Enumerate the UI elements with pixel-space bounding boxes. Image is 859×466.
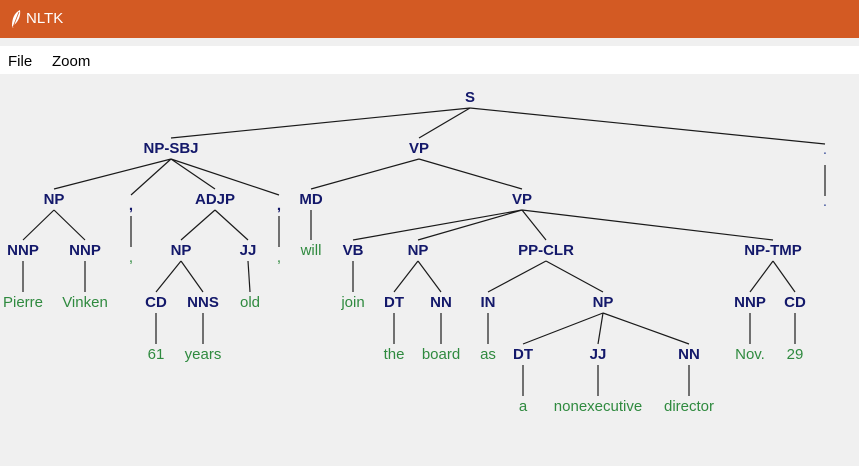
tree-edge <box>310 158 420 190</box>
tree-node: VP <box>512 191 532 208</box>
tree-edge <box>155 260 182 293</box>
tree-nodes: S NP-SBJ NP NNP Pierre NNP Vinken,, ADJP NP CD 61 N… <box>3 89 827 415</box>
tree-leaf: director <box>664 398 714 415</box>
tree-leaf: Pierre <box>3 294 43 311</box>
tree-node: CD <box>784 294 806 311</box>
tree-leaf: the <box>384 346 405 363</box>
tree-edge <box>130 158 172 196</box>
tree-node: , <box>277 197 281 214</box>
tree-node: NNS <box>187 294 219 311</box>
tree-edge <box>53 209 86 241</box>
tree-leaf: 61 <box>148 346 165 363</box>
tree-leaf: will <box>300 242 322 259</box>
tree-leaf: 29 <box>787 346 804 363</box>
tree-edge <box>180 260 204 293</box>
tree-leaf: years <box>185 346 222 363</box>
tree-edge <box>749 260 774 293</box>
tree-leaf: a <box>519 398 528 415</box>
tree-node: NP-TMP <box>744 242 802 259</box>
tree-node: NNP <box>69 242 101 259</box>
menu-bar: File Zoom <box>0 46 859 74</box>
tree-edge <box>602 312 690 345</box>
tree-edge <box>417 260 442 293</box>
tree-edge <box>417 209 523 241</box>
window-title: NLTK <box>26 10 64 27</box>
tree-edge <box>597 312 604 345</box>
tree-node: CD <box>145 294 167 311</box>
tree-edge <box>487 260 547 293</box>
tree-edge <box>214 209 249 241</box>
title-bar: NLTK <box>0 0 859 38</box>
tree-edge <box>180 209 216 241</box>
tree-leaf: old <box>240 294 260 311</box>
tree-node: S <box>465 89 475 106</box>
tree-leaf: as <box>480 346 496 363</box>
tree-node: ADJP <box>195 191 235 208</box>
tree-edge <box>170 158 280 196</box>
tree-node: NN <box>430 294 452 311</box>
tree-node: NNP <box>734 294 766 311</box>
tree-leaf: , <box>129 249 133 266</box>
tree-node: JJ <box>590 346 607 363</box>
tree-canvas: S NP-SBJ NP NNP Pierre NNP Vinken,, ADJP NP CD 61 N… <box>0 74 859 461</box>
tree-node: NP-SBJ <box>143 140 198 157</box>
tree-leaf: join <box>340 294 364 311</box>
tree-node: NP <box>44 191 65 208</box>
tree-node: NP <box>171 242 192 259</box>
tree-node: PP-CLR <box>518 242 574 259</box>
tree-edge <box>522 312 604 345</box>
tree-edge <box>170 158 216 190</box>
tree-node: . <box>823 141 827 158</box>
tree-edge <box>469 107 826 145</box>
tree-node: NN <box>678 346 700 363</box>
tree-edge <box>521 209 547 241</box>
tree-edge <box>22 209 55 241</box>
tree-leaf: Vinken <box>62 294 108 311</box>
tree-node: DT <box>513 346 533 363</box>
tree-leaf: . <box>823 193 827 210</box>
tree-edge <box>521 209 774 241</box>
feather-icon <box>12 10 21 28</box>
tree-leaf: board <box>422 346 460 363</box>
tree-node: IN <box>481 294 496 311</box>
tree-node: , <box>129 197 133 214</box>
menu-zoom[interactable]: Zoom <box>52 53 91 70</box>
parse-tree: S NP-SBJ NP NNP Pierre NNP Vinken,, ADJP NP CD 61 N… <box>3 89 827 415</box>
tree-edges <box>22 107 826 396</box>
tree-node: DT <box>384 294 404 311</box>
tree-node: NP <box>408 242 429 259</box>
tree-edge <box>53 158 172 190</box>
tree-edge <box>772 260 796 293</box>
tree-edge <box>170 107 471 139</box>
tree-node: MD <box>299 191 322 208</box>
tree-node: JJ <box>240 242 257 259</box>
menu-file[interactable]: File <box>8 53 33 70</box>
tree-edge <box>545 260 604 293</box>
tree-edge <box>247 260 251 293</box>
tree-node: VB <box>343 242 364 259</box>
tree-leaf: Nov. <box>735 346 765 363</box>
tree-edge <box>393 260 419 293</box>
tree-edge <box>352 209 523 241</box>
tree-edge <box>418 158 523 190</box>
tree-leaf: , <box>277 249 281 266</box>
tree-leaf: nonexecutive <box>554 398 642 415</box>
tree-node: VP <box>409 140 429 157</box>
tree-node: NNP <box>7 242 39 259</box>
tree-edge <box>418 107 471 139</box>
tree-node: NP <box>593 294 614 311</box>
